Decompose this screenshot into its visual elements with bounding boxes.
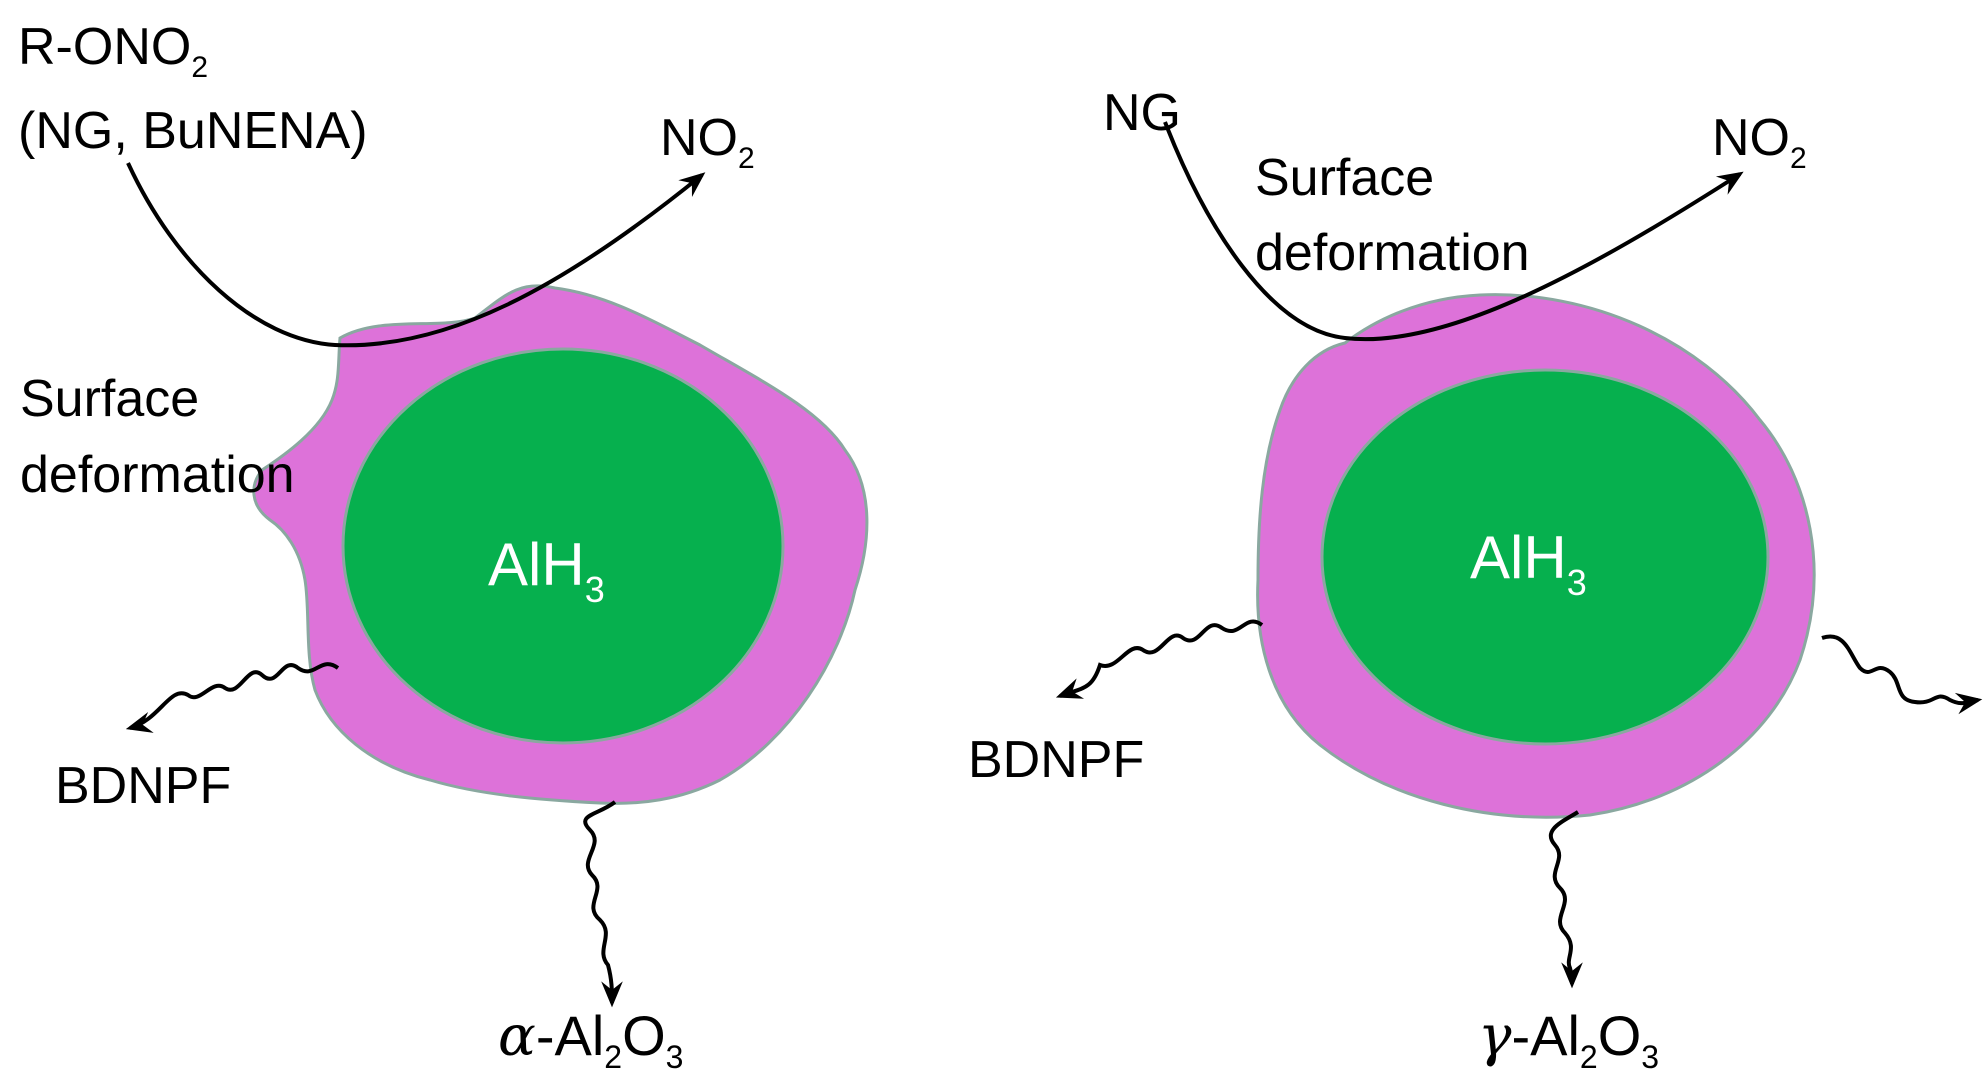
left-oxide-arrow [583, 800, 623, 1008]
left-core-label: AlH3 [488, 531, 605, 610]
left-bdnpf-label: BDNPF [55, 757, 231, 815]
left-nitrate-arrow [126, 162, 706, 348]
right-bdnpf-arrow [1055, 619, 1264, 699]
right-oxide-arrow [1548, 810, 1583, 989]
left-bdnpf-arrow [125, 662, 340, 733]
right-oxide-label: γ-Al2O3 [1478, 1004, 1659, 1075]
right-deformation-label: deformation [1255, 224, 1530, 282]
left-reactant-label: R-ONO2 [18, 18, 208, 84]
right-surface-label: Surface [1255, 149, 1434, 207]
left-oxide-label: α-Al2O3 [498, 1004, 683, 1075]
left-deformation-label: deformation [20, 446, 295, 504]
right-reactant-label: NG [1103, 84, 1181, 142]
left-core [341, 347, 785, 745]
right-core-label: AlH3 [1470, 524, 1587, 603]
right-bdnpf-label: BDNPF [968, 731, 1144, 789]
right-core [1320, 368, 1770, 746]
right-side-arrow [1821, 634, 1983, 715]
left-reactant-examples: (NG, BuNENA) [18, 102, 368, 160]
left-product-label: NO2 [660, 109, 755, 175]
right-product-label: NO2 [1712, 109, 1807, 175]
right-panel: NG NO2 Surface deformation AlH3 BDNPF γ-… [968, 84, 1983, 1075]
left-surface-label: Surface [20, 370, 199, 428]
right-ng-arrow [1163, 121, 1744, 342]
left-panel: R-ONO2 (NG, BuNENA) NO2 Surface deformat… [18, 18, 869, 1075]
